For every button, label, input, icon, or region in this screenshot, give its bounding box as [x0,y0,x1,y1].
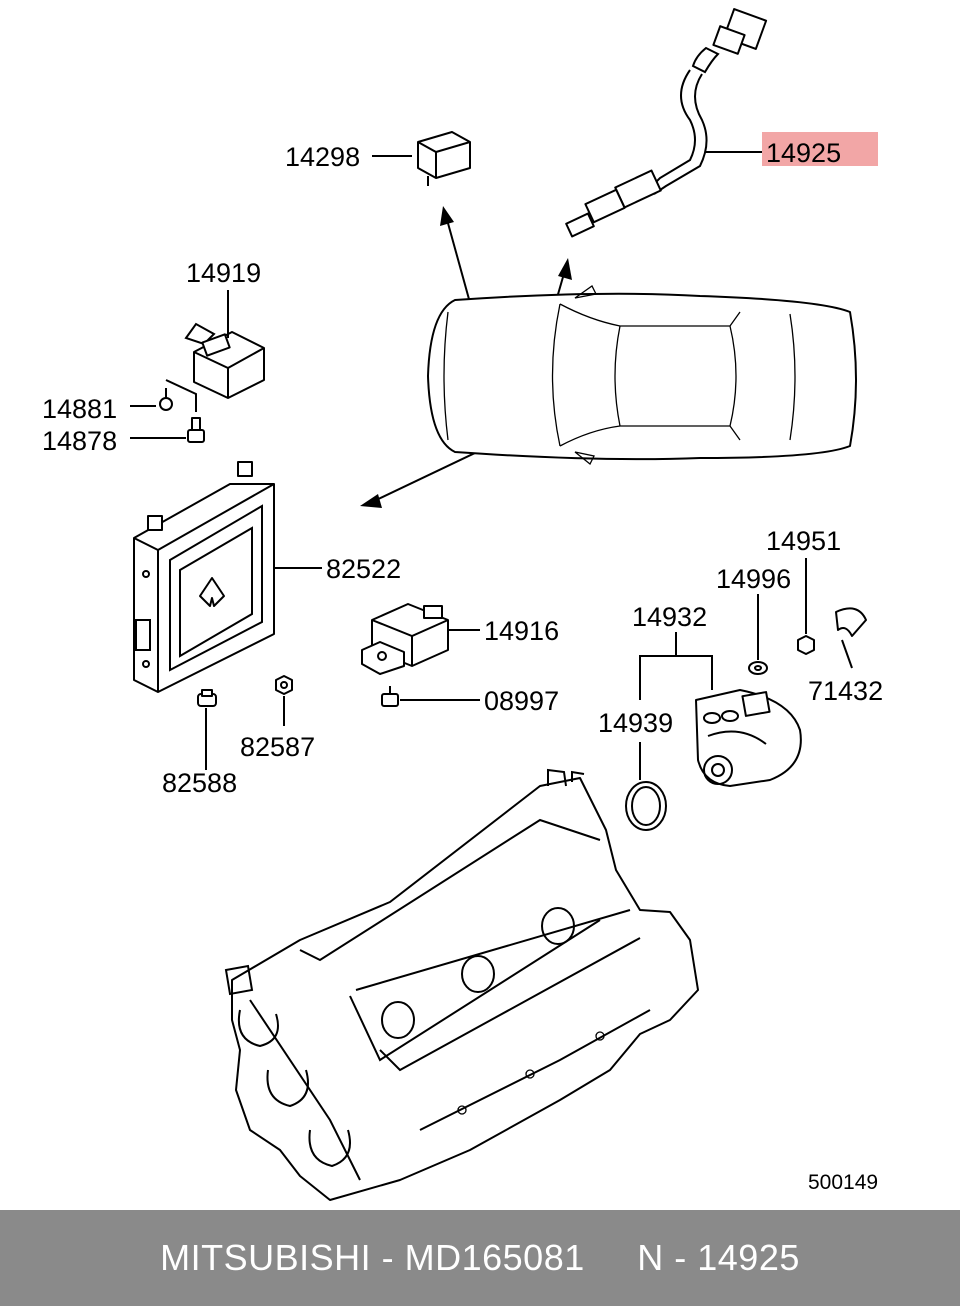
label-82522: 82522 [326,554,401,584]
nut-14951-drawing [797,558,815,655]
label-14916: 14916 [484,616,559,646]
parts-diagram: 14925 14298 [42,8,883,1201]
label-14878: 14878 [42,426,117,456]
label-14951: 14951 [766,526,841,556]
label-14939: 14939 [598,708,673,738]
label-08997: 08997 [484,686,559,716]
car-drawing [427,285,857,466]
washer-14996-drawing [748,594,768,675]
relay-14919-drawing [165,290,265,412]
label-14925: 14925 [766,138,841,168]
tps-drawing [695,689,802,787]
clip-71432-drawing [835,607,867,669]
ecu-drawing [133,461,322,693]
bolt-08997-drawing [381,686,480,707]
bolt-82588-drawing [197,689,217,770]
footer-bar: MITSUBISHI - MD165081 N - 14925 [0,1210,960,1306]
bolt-14878-drawing [130,417,205,443]
highlight-14925 [762,132,878,166]
label-14932: 14932 [632,602,707,632]
bracket-14932 [639,632,713,700]
intake-manifold-drawing [224,768,699,1201]
label-82588: 82588 [162,768,237,798]
oring-14939-drawing [625,742,667,831]
bolt-14881-drawing [130,388,173,411]
label-71432: 71432 [808,676,883,706]
relay-drawing [372,131,471,186]
label-14881: 14881 [42,394,117,424]
label-14919: 14919 [186,258,261,288]
label-14996: 14996 [716,564,791,594]
nut-82587-drawing [275,675,293,726]
footer-part-info: MITSUBISHI - MD165081 N - 14925 [160,1237,800,1278]
label-14298: 14298 [285,142,360,172]
diagram-reference: 500149 [808,1171,878,1194]
label-82587: 82587 [240,732,315,762]
sensor-14916-drawing [361,603,480,675]
oxygen-sensor-drawing [565,8,768,238]
